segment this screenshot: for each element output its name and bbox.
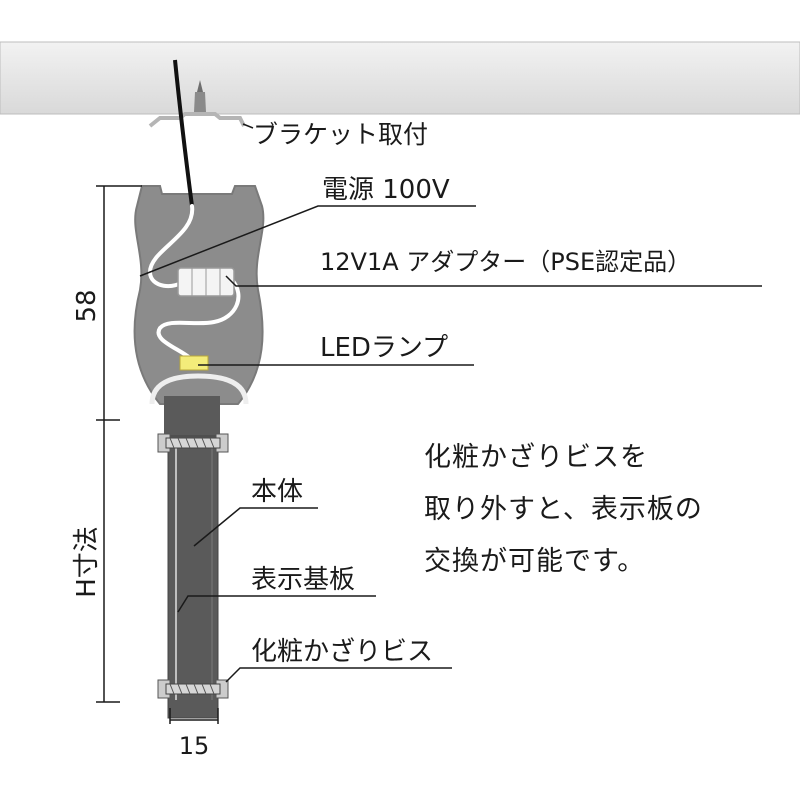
power-label: 電源 100V	[322, 175, 450, 205]
dimension-15	[169, 708, 219, 724]
display-board-label: 表示基板	[251, 565, 355, 595]
stem	[164, 396, 220, 436]
decorative-screw-top	[157, 433, 229, 453]
adapter-box	[177, 267, 235, 297]
dimension-15-label: 15	[179, 732, 210, 760]
led-label: LEDランプ	[320, 333, 448, 363]
ceiling	[0, 41, 800, 115]
replacement-note: 化粧かざりビスを 取り外すと、表示板の 交換が可能です。	[424, 432, 784, 588]
power-cable	[173, 59, 194, 207]
leader-lines	[139, 123, 762, 683]
bracket	[148, 80, 246, 128]
decorative-screw-bottom	[157, 679, 229, 699]
bracket-label: ブラケット取付	[253, 120, 428, 149]
body-label: 本体	[251, 477, 303, 507]
dimension-58-label: 58	[72, 289, 102, 322]
note-line-2: 取り外すと、表示板の	[424, 494, 703, 525]
dimension-h-label: H寸法	[72, 526, 102, 598]
led-lamp	[179, 355, 209, 371]
note-line-3: 交換が可能です。	[424, 546, 646, 577]
adapter-label: 12V1A アダプター（PSE認定品）	[320, 248, 691, 276]
note-line-1: 化粧かざりビスを	[424, 442, 648, 473]
dimension-58	[96, 185, 142, 421]
dimension-h	[96, 420, 120, 703]
screw-label: 化粧かざりビス	[251, 637, 433, 667]
